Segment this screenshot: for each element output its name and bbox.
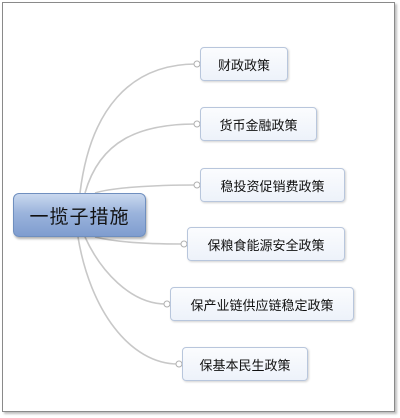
branch-node-label: 财政政策	[217, 58, 270, 74]
branch-node-supply-chain[interactable]: 保产业链供应链稳定政策	[170, 287, 354, 321]
branch-node-fiscal[interactable]: 财政政策	[200, 47, 288, 81]
branch-node-label: 保基本民生政策	[199, 358, 291, 374]
connector-4	[94, 236, 184, 245]
branch-node-food-energy[interactable]: 保粮食能源安全政策	[187, 227, 345, 261]
branch-node-livelihood[interactable]: 保基本民生政策	[182, 347, 308, 381]
branch-node-label: 保粮食能源安全政策	[207, 238, 325, 254]
connector-1	[79, 63, 197, 194]
branch-node-label: 稳投资促销费政策	[220, 179, 325, 195]
branch-node-label: 货币金融政策	[219, 118, 298, 134]
root-node-label: 一揽子措施	[29, 205, 130, 228]
connector-5	[84, 236, 167, 305]
connector-3	[94, 184, 197, 194]
branch-node-investment-consumption[interactable]: 稳投资促销费政策	[200, 168, 345, 202]
branch-node-label: 保产业链供应链稳定政策	[190, 298, 334, 314]
branch-node-monetary[interactable]: 货币金融政策	[200, 107, 317, 141]
root-node[interactable]: 一揽子措施	[13, 193, 146, 237]
connector-6	[77, 236, 179, 365]
connector-2	[84, 123, 197, 194]
